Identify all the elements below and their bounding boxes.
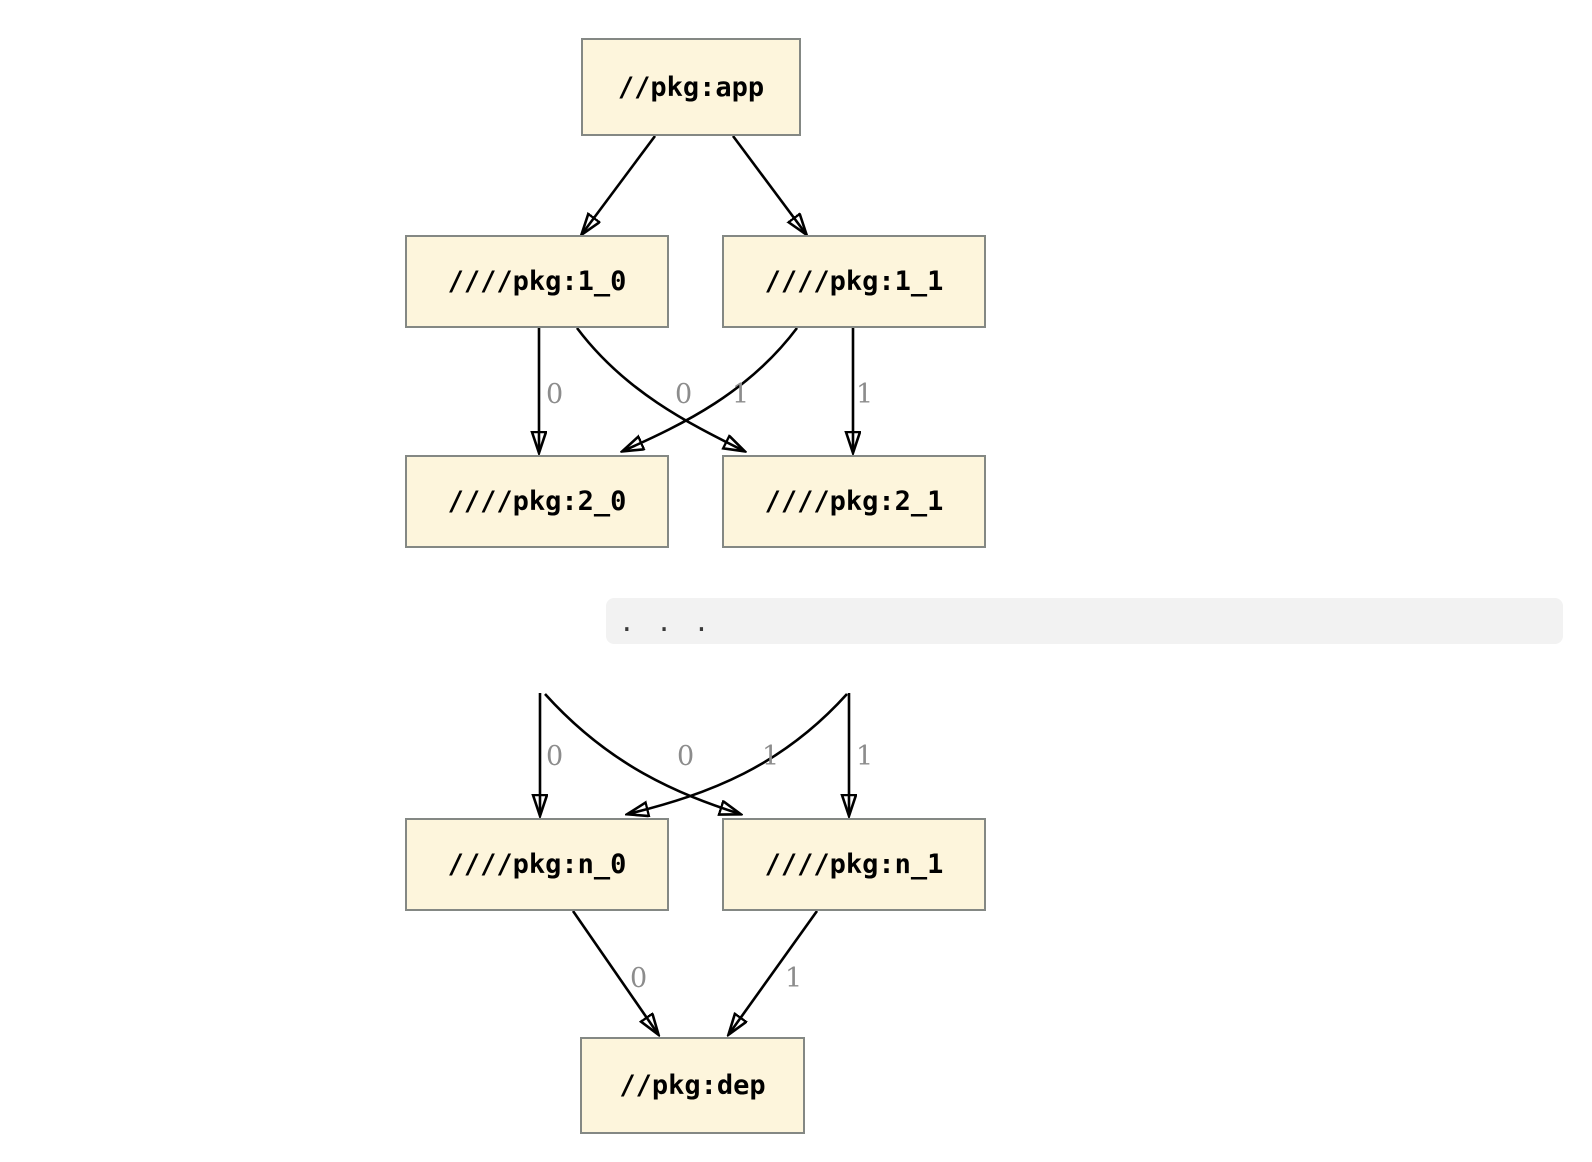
node-label: //pkg:dep — [619, 1070, 766, 1101]
node-2_1: ////pkg:2_1 — [722, 455, 986, 548]
node-label: ////pkg:1_0 — [447, 266, 627, 297]
node-app: //pkg:app — [581, 38, 801, 136]
edge-1_0-to-2_1 — [575, 327, 744, 451]
node-label: ////pkg:2_0 — [447, 486, 627, 517]
edge-label: 0 — [677, 741, 694, 772]
edge-hidden-to-n_0-cross — [628, 693, 848, 814]
node-2_0: ////pkg:2_0 — [405, 455, 669, 548]
edge-label: 0 — [546, 741, 563, 772]
edge-1_1-to-2_0 — [623, 327, 799, 451]
node-1_1: ////pkg:1_1 — [722, 235, 986, 328]
node-label: ////pkg:n_1 — [764, 849, 944, 880]
edge-label: 0 — [630, 963, 647, 994]
edge-hidden-to-n_1-cross — [544, 693, 740, 814]
edge-label: 0 — [675, 379, 692, 410]
node-dep: //pkg:dep — [580, 1037, 805, 1134]
edge-app-to-1_0 — [582, 135, 657, 234]
ellipsis-dots: . . . — [619, 608, 713, 638]
node-1_0: ////pkg:1_0 — [405, 235, 669, 328]
edge-n_0-to-dep — [571, 910, 658, 1034]
edge-label: 0 — [546, 379, 563, 410]
ellipsis-band: . . . — [606, 598, 1563, 644]
edge-label: 1 — [785, 963, 802, 994]
node-label: ////pkg:2_1 — [764, 486, 944, 517]
edge-label: 1 — [856, 741, 873, 772]
node-label: //pkg:app — [617, 71, 765, 103]
node-n_0: ////pkg:n_0 — [405, 818, 669, 911]
node-label: ////pkg:n_0 — [447, 849, 627, 880]
edge-app-to-1_1 — [731, 135, 806, 234]
edge-n_1-to-dep — [729, 910, 819, 1034]
node-n_1: ////pkg:n_1 — [722, 818, 986, 911]
node-label: ////pkg:1_1 — [764, 266, 944, 297]
edge-label: 1 — [762, 741, 779, 772]
edge-label: 1 — [732, 379, 749, 410]
edge-label: 1 — [856, 379, 873, 410]
